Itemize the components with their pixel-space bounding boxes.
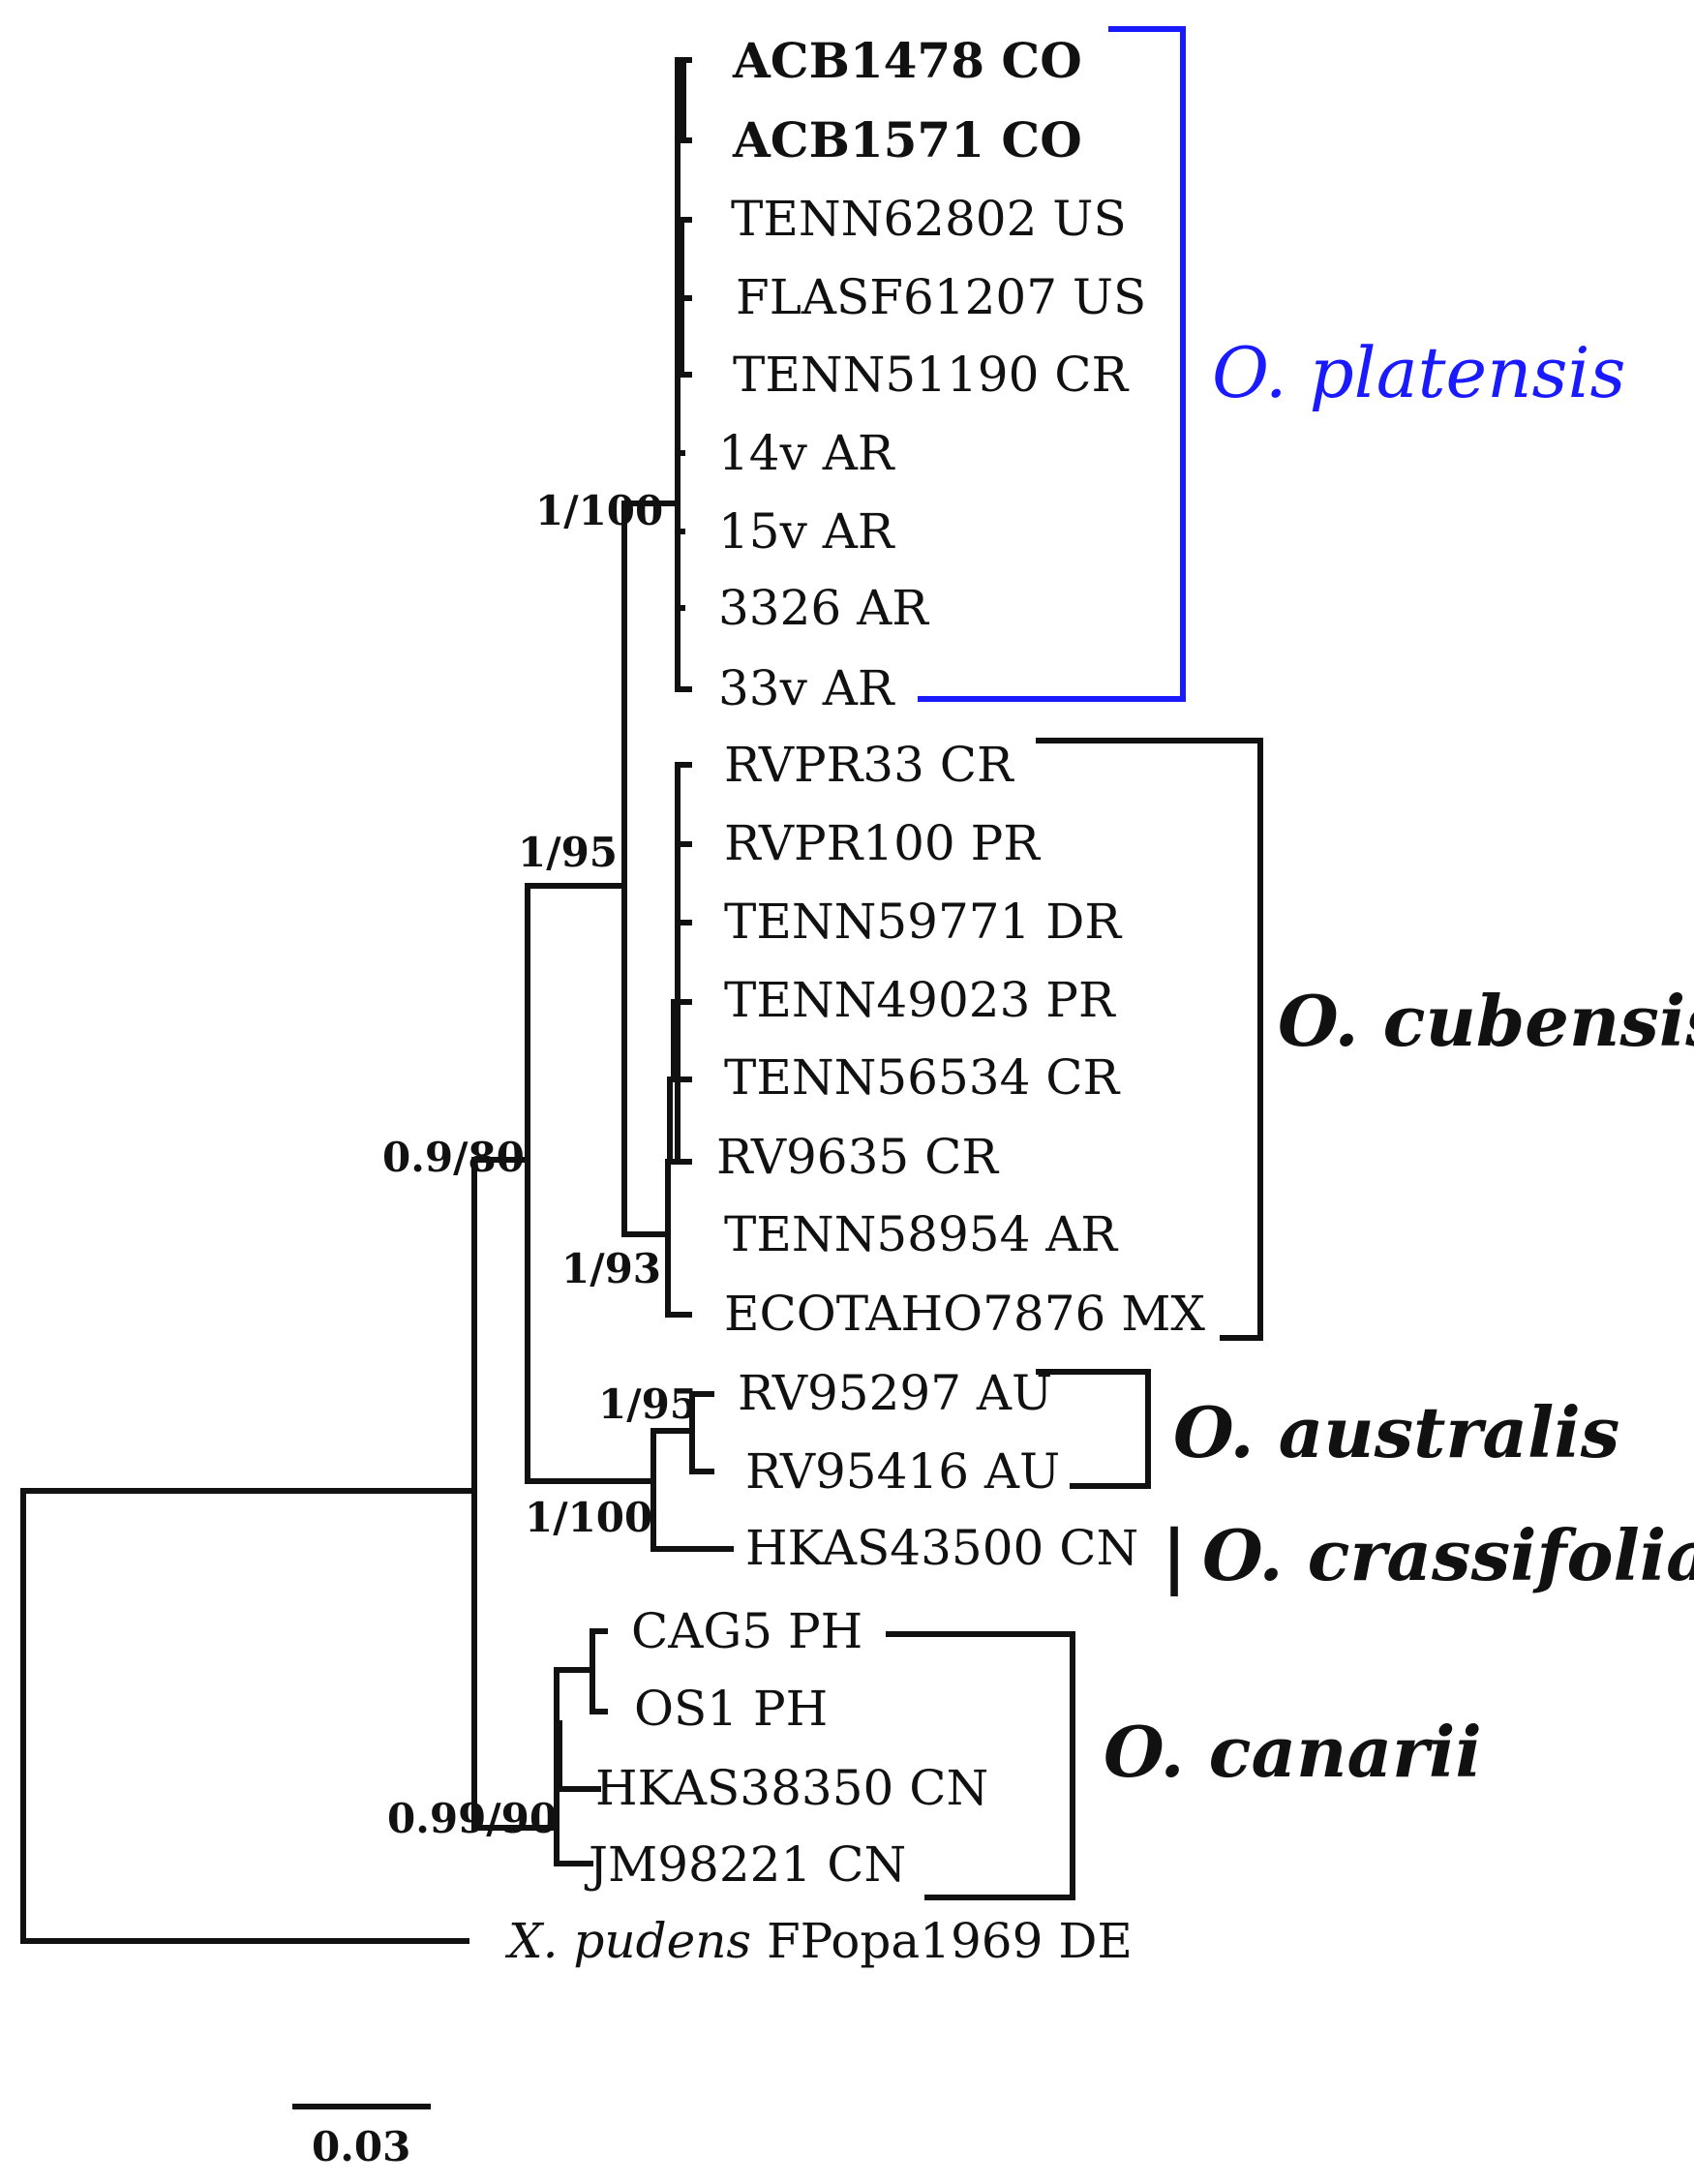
support-australis-crassifolia: 1/100: [525, 1494, 652, 1541]
tip-label: RVPR33 CR: [724, 737, 1014, 793]
tip-label: TENN51190 CR: [733, 347, 1130, 403]
scale-bar-label: 0.03: [312, 2123, 410, 2170]
tip-label: CAG5 PH: [631, 1603, 862, 1659]
clade-name-cubensis: O. cubensis: [1278, 980, 1694, 1062]
platensis-cubensis-branch: [621, 500, 681, 1237]
tip-label: ECOTAHO7876 MX: [724, 1286, 1205, 1342]
tip-label: 15v AR: [718, 503, 895, 560]
tip-label: TENN59771 DR: [724, 894, 1122, 950]
australis-crassifolia-stem: [650, 1428, 734, 1552]
tip-label: ACB1478 CO: [732, 32, 1082, 89]
support-ingroup: 0.9/80: [382, 1134, 525, 1181]
tip-label: JM98221 CN: [584, 1836, 906, 1893]
outgroup-specimen: FPopa1969 DE: [751, 1913, 1133, 1969]
tree-branches: [20, 57, 734, 1944]
clade-name-crassifolia: O. crassifolia: [1202, 1514, 1694, 1596]
tip-label: 3326 AR: [718, 580, 929, 636]
tip-label: TENN62802 US: [731, 191, 1127, 247]
tip-label: 14v AR: [718, 425, 895, 481]
tip-label: TENN49023 PR: [724, 972, 1116, 1028]
cubensis-bracket: [1036, 738, 1263, 1341]
cubensis-inner: [665, 762, 692, 1318]
tip-label-outgroup: X. pudens FPopa1969 DE: [504, 1913, 1133, 1969]
tip-label: FLASF61207 US: [736, 269, 1146, 325]
crassifolia-bar: |: [1162, 1514, 1187, 1596]
canarii-bracket: [886, 1631, 1075, 1900]
clade-brackets: [886, 26, 1263, 1900]
tip-label: HKAS43500 CN: [745, 1520, 1138, 1576]
tip-label: RV95297 AU: [738, 1365, 1052, 1421]
tip-label: HKAS38350 CN: [595, 1760, 988, 1816]
tip-label: RV95416 AU: [745, 1443, 1060, 1500]
support-canarii: 0.99/90: [387, 1795, 558, 1842]
platensis-bracket: [918, 26, 1186, 702]
scale-bar: 0.03: [292, 2104, 431, 2170]
tip-label: RVPR100 PR: [724, 815, 1041, 871]
ingroup-branch: [471, 1157, 560, 1831]
tip-label: TENN56534 CR: [724, 1049, 1121, 1106]
platensis-inner: [679, 57, 686, 378]
support-platensis: 1/100: [535, 487, 663, 534]
tip-label: ACB1571 CO: [732, 111, 1082, 168]
cubensis-australis-branch: [525, 883, 656, 1484]
tip-label: OS1 PH: [634, 1681, 828, 1737]
tip-label: 33v AR: [718, 660, 895, 716]
support-cubensis-platensis: 1/95: [518, 829, 618, 876]
support-values: 1/100 1/95 0.9/80 1/93 1/95 1/100 0.99/9…: [382, 487, 698, 1842]
clade-name-platensis: O. platensis: [1212, 332, 1625, 413]
australis-bracket: [1036, 1369, 1151, 1489]
tip-label: RV9635 CR: [716, 1129, 999, 1185]
australis-pair: [689, 1391, 714, 1474]
outgroup-genus: X. pudens: [504, 1913, 751, 1969]
canarii-inner: [554, 1628, 608, 1866]
clade-name-canarii: O. canarii: [1104, 1711, 1482, 1793]
clade-name-australis: O. australis: [1173, 1391, 1619, 1473]
root-stem: [20, 1488, 477, 1944]
clade-names: O. platensis O. cubensis O. australis | …: [1104, 332, 1694, 1793]
support-cubensis-sub: 1/93: [561, 1245, 661, 1292]
support-australis: 1/95: [598, 1380, 698, 1428]
tip-labels: ACB1478 CO ACB1571 CO TENN62802 US FLASF…: [504, 32, 1205, 1969]
tip-label: TENN58954 AR: [724, 1206, 1118, 1262]
